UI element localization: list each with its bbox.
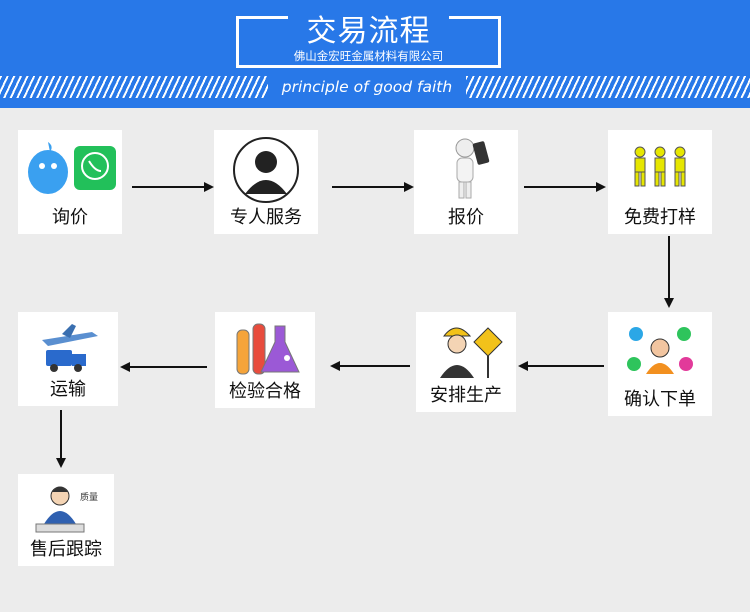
step-label: 安排生产 bbox=[430, 385, 502, 406]
person-icon bbox=[233, 137, 299, 203]
lab-flask-icon bbox=[236, 323, 300, 375]
step-arrange-production: 安排生产 bbox=[416, 312, 516, 412]
page-title: 交易流程 bbox=[306, 14, 431, 49]
stripe-left bbox=[0, 76, 268, 98]
phone-figure-icon bbox=[455, 138, 490, 199]
step-dedicated-service: 专人服务 bbox=[214, 130, 318, 234]
step-inspection-passed: 检验合格 bbox=[215, 312, 315, 408]
quality-badge: 质量 bbox=[80, 493, 99, 503]
header-banner: 交易流程 佛山金宏旺金属材料有限公司 principle of good fai… bbox=[0, 0, 750, 108]
step-quotation: 报价 bbox=[414, 130, 518, 234]
stripe-right bbox=[466, 76, 750, 98]
company-name: 佛山金宏旺金属材料有限公司 bbox=[293, 49, 444, 63]
step-transport: 运输 bbox=[18, 312, 118, 406]
step-label: 确认下单 bbox=[624, 389, 696, 410]
airplane-icon bbox=[42, 324, 98, 372]
step-label: 免费打样 bbox=[624, 207, 696, 228]
step-label: 报价 bbox=[448, 207, 484, 228]
phone-support-icon bbox=[35, 486, 85, 533]
chat-icon bbox=[28, 142, 116, 194]
title-frame: 交易流程 佛山金宏旺金属材料有限公司 bbox=[236, 14, 501, 68]
step-label: 询价 bbox=[52, 207, 88, 228]
tagline: principle of good faith bbox=[281, 78, 453, 96]
workers-icon bbox=[634, 146, 686, 187]
service-agent-icon bbox=[627, 327, 693, 374]
step-after-sales: 质量 售后跟踪 bbox=[18, 474, 114, 566]
step-free-sample: 免费打样 bbox=[608, 130, 712, 234]
step-label: 运输 bbox=[50, 379, 86, 400]
step-inquiry: 询价 bbox=[18, 130, 122, 234]
construction-worker-icon bbox=[440, 327, 503, 378]
step-label: 检验合格 bbox=[229, 381, 301, 402]
step-label: 售后跟踪 bbox=[30, 539, 102, 560]
step-label: 专人服务 bbox=[230, 207, 302, 228]
step-confirm-order: 确认下单 bbox=[608, 312, 712, 416]
